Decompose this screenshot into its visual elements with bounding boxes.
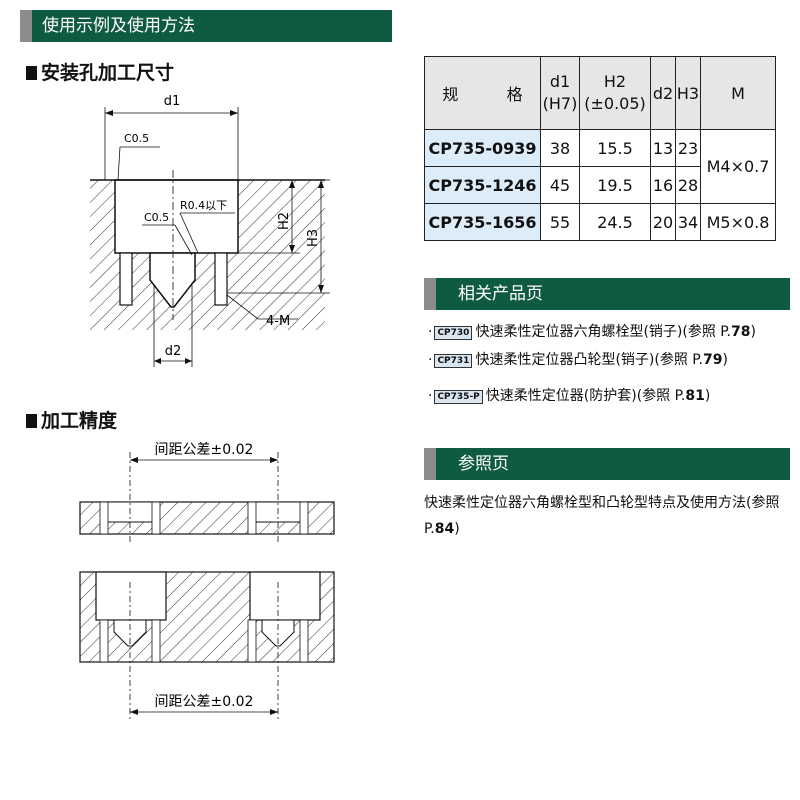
reference-band: 参照页 bbox=[424, 448, 790, 480]
row-d2: 16 bbox=[650, 166, 676, 204]
header-spec: 规 格 bbox=[424, 56, 541, 130]
table-row: CP735-0939 38 15.5 13 23 M4×0.7 bbox=[424, 129, 776, 204]
h3-label: H3 bbox=[306, 229, 321, 247]
accuracy-bottom-label: 间距公差±0.02 bbox=[155, 694, 254, 710]
row-d2: 20 bbox=[650, 203, 676, 241]
header-d2: d2 bbox=[650, 56, 676, 130]
spec-table: 规 格 d1 (H7) H2 (±0.05) d2 H3 M CP735-093… bbox=[424, 56, 776, 241]
band-tab bbox=[20, 10, 32, 42]
mounting-hole-drawing: d1 C0.5 C0.5 R0.4以下 H2 H3 4-M d2 bbox=[90, 94, 330, 367]
row-h3: 23 bbox=[675, 129, 701, 167]
row-h2: 19.5 bbox=[579, 166, 651, 204]
reference-text[interactable]: 快速柔性定位器六角螺栓型和凸轮型特点及使用方法(参照 P.84) bbox=[424, 495, 780, 537]
c05-top-label: C0.5 bbox=[124, 132, 149, 145]
row-m: M5×0.8 bbox=[700, 203, 776, 241]
product-badge: CP735-P bbox=[434, 390, 483, 404]
c05-mid-label: C0.5 bbox=[144, 211, 169, 224]
row-d1: 55 bbox=[540, 203, 580, 241]
related-band: 相关产品页 bbox=[424, 278, 790, 310]
band-tab bbox=[424, 278, 436, 310]
d1-label: d1 bbox=[164, 94, 181, 109]
row-d2: 13 bbox=[650, 129, 676, 167]
r04-label: R0.4以下 bbox=[180, 199, 227, 212]
row-d1: 45 bbox=[540, 166, 580, 204]
product-badge: CP730 bbox=[434, 326, 473, 340]
reference-title: 参照页 bbox=[458, 454, 509, 474]
row-code: CP735-1246 bbox=[424, 166, 541, 204]
square-bullet-icon bbox=[26, 66, 37, 80]
band-tab bbox=[424, 448, 436, 480]
row-code: CP735-1656 bbox=[424, 203, 541, 241]
accuracy-top-label: 间距公差±0.02 bbox=[155, 442, 254, 458]
row-h3: 34 bbox=[675, 203, 701, 241]
header-m: M bbox=[700, 56, 776, 130]
row-code: CP735-0939 bbox=[424, 129, 541, 167]
row-h2: 24.5 bbox=[579, 203, 651, 241]
square-bullet-icon bbox=[26, 414, 37, 428]
accuracy-drawing: 间距公差±0.02 间距公差±0.02 bbox=[79, 442, 335, 722]
product-badge: CP731 bbox=[434, 354, 473, 368]
row-h2: 15.5 bbox=[579, 129, 651, 167]
d2-label: d2 bbox=[165, 344, 182, 359]
accuracy-title: 加工精度 bbox=[26, 410, 117, 432]
mounting-title: 安装孔加工尺寸 bbox=[26, 62, 174, 84]
row-h3: 28 bbox=[675, 166, 701, 204]
table-header-row: 规 格 d1 (H7) H2 (±0.05) d2 H3 M bbox=[424, 56, 776, 130]
header-h3: H3 bbox=[675, 56, 701, 130]
header-title: 使用示例及使用方法 bbox=[42, 16, 195, 36]
table-row: CP735-1656 55 24.5 20 34 M5×0.8 bbox=[424, 203, 776, 241]
related-title: 相关产品页 bbox=[458, 284, 543, 304]
four-m-label: 4-M bbox=[266, 314, 290, 329]
row-d1: 38 bbox=[540, 129, 580, 167]
row-m: M4×0.7 bbox=[700, 129, 776, 204]
header-band: 使用示例及使用方法 bbox=[20, 10, 392, 42]
header-d1: d1 (H7) bbox=[540, 56, 580, 130]
header-h2: H2 (±0.05) bbox=[579, 56, 651, 130]
h2-label: H2 bbox=[277, 212, 292, 230]
